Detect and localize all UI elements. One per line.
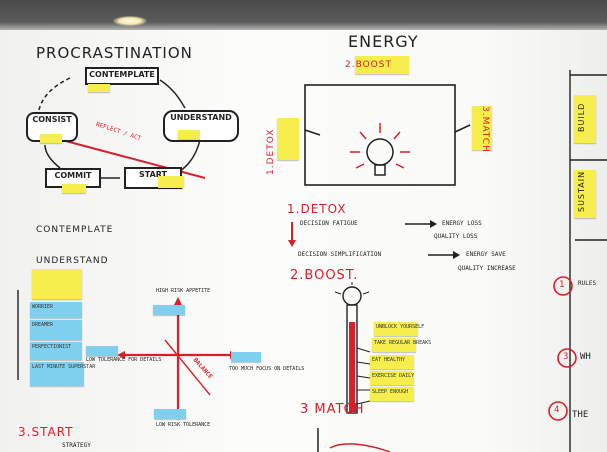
worrier-note: WORRIER [30, 302, 82, 318]
boost-note-1: UNBLOCK YOURSELF [374, 322, 424, 336]
high-rise-text: HIGH RISK APPETITE [156, 288, 211, 294]
consist-box-label: CONSIST [32, 115, 72, 124]
match-label: 3.MATCH [480, 106, 490, 153]
contemplate-box: CONTEMPLATE [85, 67, 159, 85]
dreamer-axis-note [86, 346, 118, 356]
cycle-dashed-arc [37, 77, 71, 141]
match-heading: 3 MATCH [300, 402, 365, 417]
low-risk-note [154, 409, 186, 419]
sticky-note [158, 176, 184, 188]
boost-note-2-label: TAKE REGULAR BREAKS [374, 340, 432, 346]
start-box-label: START [138, 170, 168, 179]
energy-box [304, 84, 456, 186]
sticky-note [62, 184, 86, 193]
boost-note-4: EXERCISE DAILY [370, 371, 414, 385]
decision-simplification-text: DECISION SIMPLIFICATION [298, 251, 382, 258]
strategy-text: STRATEGY [62, 442, 91, 449]
boost-note-5-label: SLEEP ENOUGH [372, 389, 409, 395]
sticky-note [88, 84, 110, 92]
rules-text: RULES [578, 280, 597, 287]
last-minute-label: LAST MINUTE SUPERSTAR [32, 364, 96, 370]
bulb-rays-icon [350, 123, 410, 169]
sustain-note [574, 170, 596, 218]
bulb-icon [366, 138, 394, 166]
contemplate-box-label: CONTEMPLATE [89, 70, 155, 79]
cycle-arc-left [44, 144, 61, 169]
energy-title: ENERGY [348, 32, 419, 51]
boost-note-5: SLEEP ENOUGH [370, 387, 414, 401]
build-note [574, 95, 596, 143]
last-minute-note: LAST MINUTE SUPERSTAR [30, 362, 95, 386]
who-circle-icon [557, 348, 577, 368]
perfectionist-note: PERFECTIONIST [30, 342, 82, 360]
the-circle-icon [548, 401, 568, 421]
sticky-note [40, 134, 62, 143]
understand-heading: UNDERSTAND [36, 256, 109, 266]
low-tolerance-text: LOW TOLERANCE FOR DETAILS [86, 357, 162, 363]
too-much-focus-text: TOO MUCH FOCUS ON DETAILS [229, 366, 305, 372]
the-text: THE [572, 410, 589, 420]
decision-fatigue-text: DECISION FATIGUE [300, 220, 358, 227]
the-number: 4 [554, 405, 560, 415]
boost-note-2: TAKE REGULAR BREAKS [372, 338, 431, 352]
build-label: BUILD [577, 102, 586, 132]
understand-sticky-note [32, 269, 82, 299]
rules-circle-icon [553, 276, 573, 296]
sticky-note [178, 130, 200, 139]
detox-heading: 1.DETOX [287, 202, 347, 216]
energy-loss-text: ENERGY LOSS [442, 220, 482, 227]
perfectionist-axis-note [231, 352, 261, 362]
who-number: 3 [563, 352, 569, 362]
detox-note [277, 118, 299, 160]
small-bulb-icon [342, 286, 362, 306]
who-text: WH [580, 352, 591, 362]
boost-note-1-label: UNBLOCK YOURSELF [376, 324, 425, 330]
boost-note [355, 56, 409, 74]
match-note [472, 106, 492, 150]
procrastination-title: PROCRASTINATION [36, 44, 193, 62]
boost-note-4-label: EXERCISE DAILY [372, 373, 415, 379]
understand-box-label: UNDERSTAND [170, 113, 232, 122]
detox-label: 1.DETOX [266, 128, 276, 175]
low-risk-text: LOW RISK TOLERANCE [156, 422, 211, 428]
perfectionist-label: PERFECTIONIST [32, 344, 72, 350]
sustain-label: SUSTAIN [577, 170, 586, 212]
boost-note-3: EAT HEALTHY [370, 355, 414, 369]
commit-box-label: COMMIT [54, 171, 92, 180]
worrier-label: WORRIER [32, 304, 54, 310]
dreamer-note: DREAMER [30, 320, 82, 340]
ceiling-light [113, 16, 147, 26]
whiteboard [0, 30, 607, 452]
rules-number: 1 [559, 280, 565, 290]
quality-increase-text: QUALITY INCREASE [458, 265, 516, 272]
boost-note-3-label: EAT HEALTHY [372, 357, 406, 363]
high-rise-note [153, 305, 185, 315]
energy-save-text: ENERGY SAVE [466, 251, 506, 258]
boost-label: 2.BOOST [345, 60, 392, 70]
understand-box: UNDERSTAND [163, 110, 239, 142]
boost-heading: 2.BOOST. [290, 268, 359, 283]
start-heading: 3.START [18, 425, 74, 439]
dreamer-label: DREAMER [32, 322, 54, 328]
contemplate-heading: CONTEMPLATE [36, 225, 114, 235]
quality-loss-text: QUALITY LOSS [434, 233, 478, 240]
cycle-arc-top-right [159, 79, 186, 109]
